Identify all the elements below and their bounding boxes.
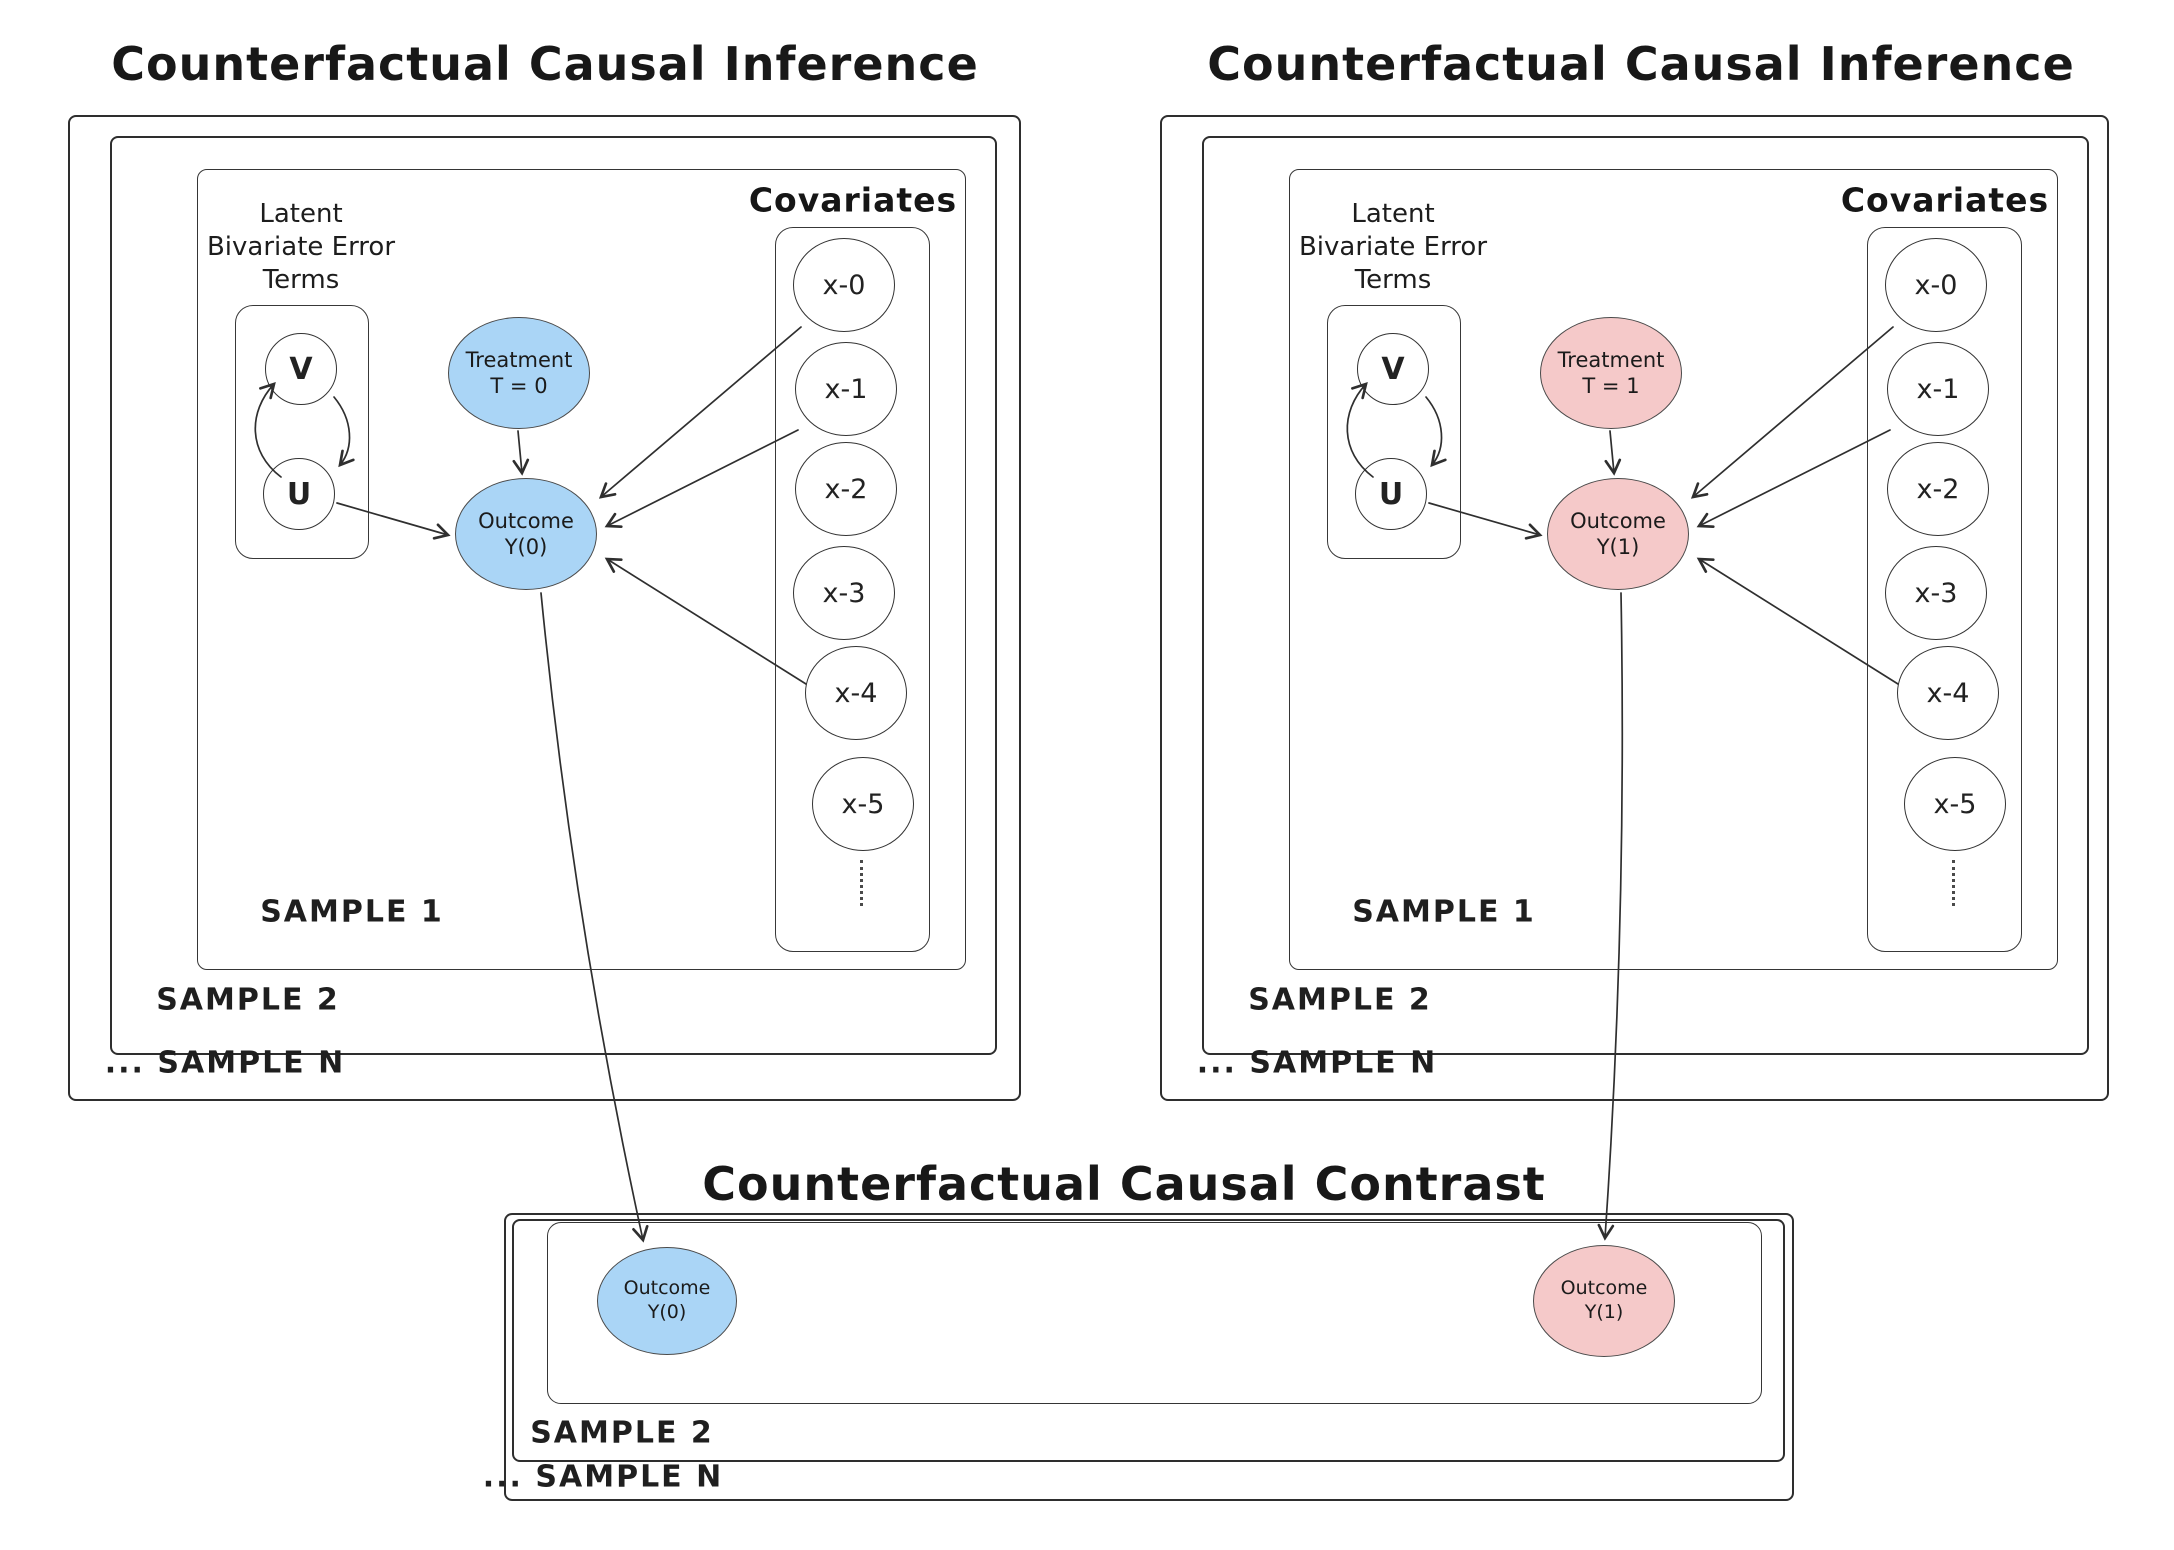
covariate-x5: x-5 <box>812 757 914 851</box>
treatment-value: T = 1 <box>1582 374 1640 398</box>
node-v-label: V <box>1381 351 1405 387</box>
outcome-label: Outcome <box>1570 508 1666 533</box>
covariate-x0-label: x-0 <box>822 269 866 301</box>
outcome-value: Y(0) <box>647 1301 687 1323</box>
page-title: Counterfactual Causal Inference <box>111 37 979 91</box>
treatment-label: Treatment <box>1557 347 1665 372</box>
outcome-label: Outcome <box>478 508 574 533</box>
covariate-x0: x-0 <box>793 238 895 332</box>
covariate-x5: x-5 <box>1904 757 2006 851</box>
sample-n-label: ... SAMPLE N <box>1196 1045 1438 1081</box>
outcome-label: Outcome <box>623 1277 711 1300</box>
covariate-x3-label: x-3 <box>822 577 866 609</box>
covariate-x3: x-3 <box>1885 546 1987 640</box>
covariate-x3-label: x-3 <box>1914 577 1958 609</box>
sample-1-label: SAMPLE 1 <box>1352 894 1536 930</box>
page-title: Counterfactual Causal Inference <box>1207 37 2075 91</box>
covariate-x1: x-1 <box>795 342 897 436</box>
contrast-sample-2-box <box>512 1219 1785 1462</box>
sample-2-label: SAMPLE 2 <box>156 982 340 1018</box>
sample-2-label: SAMPLE 2 <box>530 1415 714 1451</box>
contrast-sample-n-box <box>504 1213 1794 1501</box>
sample-2-label: SAMPLE 2 <box>1248 982 1432 1018</box>
covariates-title: Covariates <box>1840 180 2050 220</box>
outcome-label: Outcome <box>1560 1277 1648 1300</box>
error-terms-box <box>1327 305 1461 559</box>
treatment-node: Treatment T = 1 <box>1540 317 1682 429</box>
covariate-x2-label: x-2 <box>1916 473 1960 505</box>
covariate-x1: x-1 <box>1887 342 1989 436</box>
sample-n-box <box>1160 115 2109 1101</box>
node-u-label: U <box>1378 476 1404 512</box>
covariates-title: Covariates <box>748 180 958 220</box>
covariates-ellipsis-icon <box>860 860 863 906</box>
treatment-value: T = 0 <box>490 374 548 398</box>
covariate-x2: x-2 <box>1887 442 1989 536</box>
sample-n-label: ... SAMPLE N <box>482 1459 724 1495</box>
outcome-node: Outcome Y(1) <box>1547 478 1689 590</box>
covariates-ellipsis-icon <box>1952 860 1955 906</box>
sample-1-label: SAMPLE 1 <box>260 894 444 930</box>
covariate-x4-label: x-4 <box>834 677 878 709</box>
contrast-title: Counterfactual Causal Contrast <box>702 1157 1546 1211</box>
covariate-x5-label: x-5 <box>841 788 885 820</box>
sample-2-box <box>1202 136 2089 1055</box>
covariate-x1-label: x-1 <box>1916 373 1960 405</box>
outcome-value: Y(0) <box>504 535 548 559</box>
node-v-label: V <box>289 351 313 387</box>
node-u: U <box>1355 458 1427 530</box>
outcome-value: Y(1) <box>1596 535 1640 559</box>
contrast-outcome-y1-node: Outcome Y(1) <box>1533 1245 1675 1357</box>
treatment-node: Treatment T = 0 <box>448 317 590 429</box>
node-v: V <box>1357 333 1429 405</box>
covariate-x4-label: x-4 <box>1926 677 1970 709</box>
sample-n-label: ... SAMPLE N <box>104 1045 346 1081</box>
covariate-x2: x-2 <box>795 442 897 536</box>
covariate-x4: x-4 <box>805 646 907 740</box>
treatment-label: Treatment <box>465 347 573 372</box>
error-terms-box <box>235 305 369 559</box>
node-u-label: U <box>286 476 312 512</box>
contrast-outcome-y0-node: Outcome Y(0) <box>597 1247 737 1355</box>
covariate-x0: x-0 <box>1885 238 1987 332</box>
covariate-x1-label: x-1 <box>824 373 868 405</box>
latent-error-terms-label: Latent Bivariate Error Terms <box>206 199 396 295</box>
outcome-value: Y(1) <box>1584 1301 1624 1323</box>
covariate-x4: x-4 <box>1897 646 1999 740</box>
covariate-x2-label: x-2 <box>824 473 868 505</box>
node-v: V <box>265 333 337 405</box>
latent-error-terms-label: Latent Bivariate Error Terms <box>1298 199 1488 295</box>
contrast-sample-1-box <box>547 1222 1762 1404</box>
sample-1-box <box>1289 169 2058 970</box>
covariate-x3: x-3 <box>793 546 895 640</box>
outcome-node: Outcome Y(0) <box>455 478 597 590</box>
covariate-x0-label: x-0 <box>1914 269 1958 301</box>
node-u: U <box>263 458 335 530</box>
covariate-x5-label: x-5 <box>1933 788 1977 820</box>
